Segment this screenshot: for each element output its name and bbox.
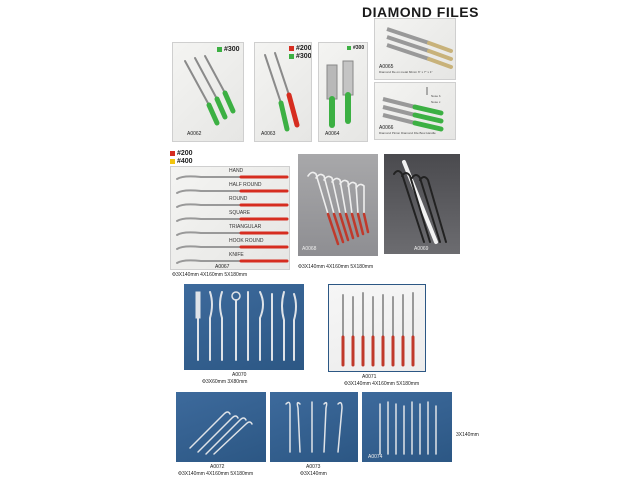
product-code: A0070 <box>232 372 247 378</box>
profile-label-hook-round: HOOK ROUND <box>229 238 264 244</box>
file-set-image <box>379 401 437 455</box>
green-swatch <box>347 46 351 50</box>
file-set-image <box>195 291 297 361</box>
profile-label-knife: KNIFE <box>229 252 244 258</box>
file-set-image <box>393 160 447 244</box>
grit-legend: #200 <box>170 150 193 157</box>
diagram-note: Nose b <box>431 94 441 98</box>
product-panel-a0067: HAND HALF ROUND ROUND SQUARE TRIANGULAR … <box>170 166 290 270</box>
product-panel-a0068: A0068 <box>298 154 378 256</box>
product-dimensions: Φ3X140mm 4X160mm 5X180mm <box>178 471 254 477</box>
product-panel-a0070 <box>184 284 304 370</box>
diagram-note: Nose c <box>431 100 441 104</box>
product-code: A0072 <box>210 464 225 470</box>
product-panel-a0063: #200 #300 A0063 <box>254 42 312 142</box>
grit-badge: #300 <box>217 46 240 53</box>
product-code: A0068 <box>302 246 317 252</box>
green-swatch <box>217 47 222 52</box>
product-dimensions: Φ3X140mm <box>300 471 327 477</box>
product-code: A0065 <box>379 64 394 70</box>
profile-label-half-round: HALF ROUND <box>229 182 262 188</box>
profile-label-round: ROUND <box>229 196 248 202</box>
product-code: A0073 <box>306 464 321 470</box>
grit-label: #300 <box>296 53 312 60</box>
grit-label: #200 <box>296 45 312 52</box>
grit-label: #200 <box>177 150 193 157</box>
grit-label: #400 <box>177 158 193 165</box>
file-set-image <box>307 171 370 246</box>
product-code: A0071 <box>362 374 377 380</box>
product-code: A0067 <box>215 264 230 270</box>
product-panel-a0071 <box>328 284 426 372</box>
product-panel-a0073 <box>270 392 358 462</box>
product-panel-a0066: Nose b Nose c A0066 Diamond Pinion Diamo… <box>374 82 456 140</box>
profile-label-triangular: TRIANGULAR <box>229 224 262 230</box>
red-swatch <box>170 151 175 156</box>
product-panel-a0064: #300 A0064 <box>318 42 368 142</box>
file-set-image <box>341 292 415 367</box>
product-dimensions: 3X140mm <box>456 432 479 438</box>
product-dimensions: Φ3X140mm 4X160mm 5X180mm <box>298 264 374 270</box>
product-code: A0063 <box>261 131 276 137</box>
product-dimensions: Φ3X140mm 4X160mm 5X180mm <box>172 272 248 278</box>
product-dimensions: Φ3X140mm 4X160mm 5X180mm <box>344 381 420 387</box>
product-panel-a0069: A0069 <box>384 154 460 254</box>
product-panel-a0074: A0074 <box>362 392 452 462</box>
product-code: A0066 <box>379 125 394 131</box>
product-panel-a0065: A0065 Diamond file on metal 60mm 6" x 7"… <box>374 18 456 80</box>
red-swatch <box>289 46 294 51</box>
product-panel-a0062: #300 A0062 <box>172 42 244 142</box>
product-code: A0069 <box>414 246 429 252</box>
file-set-image <box>189 411 253 455</box>
profile-label-square: SQUARE <box>229 210 251 216</box>
product-dimensions: Φ3X60mm 3X80mm <box>202 379 248 385</box>
grit-legend: #400 <box>170 158 193 165</box>
grit-label: #300 <box>353 45 365 51</box>
grit-label: #300 <box>224 46 240 53</box>
file-set-image <box>382 87 444 132</box>
grit-badge: #300 <box>289 53 312 60</box>
file-set-image <box>184 55 236 126</box>
grit-badge: #200 <box>289 45 312 52</box>
product-code: A0074 <box>368 454 383 460</box>
product-code: A0064 <box>325 131 340 137</box>
file-set-image <box>264 52 300 132</box>
product-caption: Diamond Pinion Diamond File Bow Handle <box>379 131 436 135</box>
file-set-image <box>326 60 354 128</box>
file-set-image <box>285 401 343 453</box>
green-swatch <box>289 54 294 59</box>
product-caption: Diamond file on metal 60mm 6" x 7" x 1" <box>379 70 433 74</box>
grit-badge: #300 <box>347 45 364 51</box>
file-set-image <box>176 175 289 264</box>
file-set-image <box>386 27 453 69</box>
product-code: A0062 <box>187 131 202 137</box>
yellow-swatch <box>170 159 175 164</box>
profile-label-hand: HAND <box>229 168 244 174</box>
product-panel-a0072 <box>176 392 266 462</box>
page-title: DIAMOND FILES <box>362 4 479 20</box>
